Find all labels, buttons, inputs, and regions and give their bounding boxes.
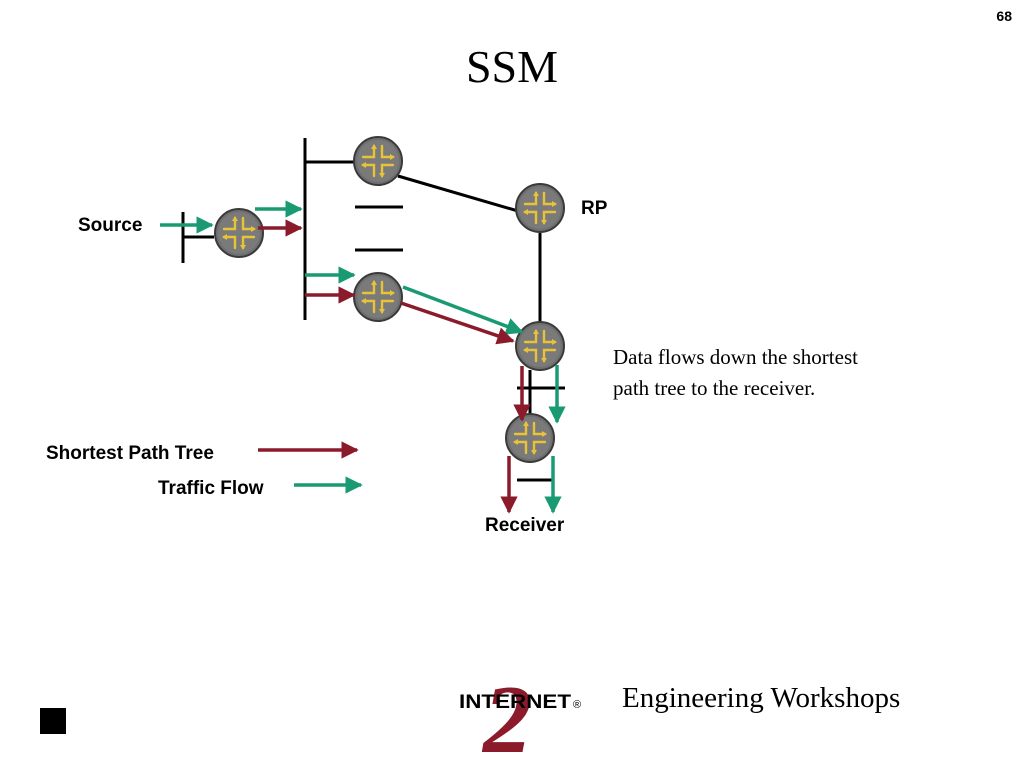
traffic-flow-arrows <box>160 200 566 514</box>
router-top-icon <box>352 135 404 187</box>
slide-description: Data flows down the shortest path tree t… <box>613 342 973 404</box>
internet2-logo-text: INTERNET <box>459 692 571 713</box>
footer-square-marker <box>40 708 66 734</box>
internet2-logo-numeral: 2 <box>481 666 532 760</box>
router-receiver-icon <box>504 412 556 464</box>
source-label: Source <box>78 215 142 236</box>
router-source-icon <box>213 207 265 259</box>
legend-label-traffic-flow: Traffic Flow <box>158 478 264 499</box>
description-line-1: Data flows down the shortest <box>613 345 858 369</box>
router-right-icon <box>514 320 566 372</box>
description-line-2: path tree to the receiver. <box>613 376 816 400</box>
receiver-label: Receiver <box>485 515 565 536</box>
router-mid-icon <box>352 271 404 323</box>
router-rp-icon <box>514 182 566 234</box>
rp-label: RP <box>581 198 608 219</box>
spt-arrow-mid-to-right <box>400 301 515 345</box>
footer-title: Engineering Workshops <box>622 682 901 714</box>
slide-title: SSM <box>465 41 559 92</box>
legend: Shortest Path Tree Traffic Flow <box>46 441 363 499</box>
internet2-logo-mark: ® <box>573 699 581 711</box>
shortest-path-tree-arrows <box>258 219 531 514</box>
link-top-to-rp <box>397 174 519 213</box>
slide-number: 68 <box>996 8 1012 24</box>
internet2-logo: 2 INTERNET ® <box>459 666 581 760</box>
legend-label-shortest-path-tree: Shortest Path Tree <box>46 443 214 464</box>
flow-arrow-mid-to-right <box>402 285 524 335</box>
